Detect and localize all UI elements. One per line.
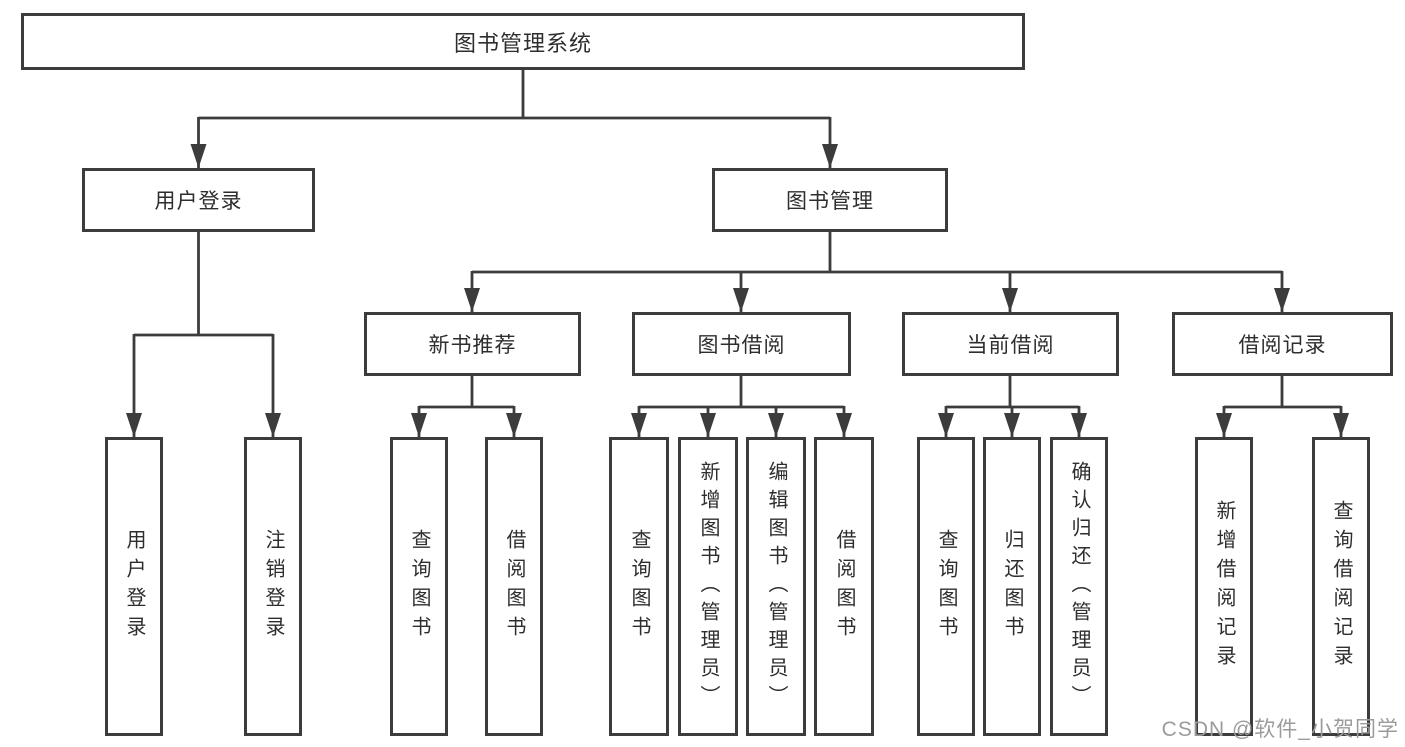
leaf-borrow-books-recommend: 借阅图书 bbox=[485, 437, 543, 736]
leaf-confirm-return-admin: 确认归还（管理员） bbox=[1050, 437, 1108, 736]
node-current-borrowing: 当前借阅 bbox=[902, 312, 1119, 376]
leaf-borrow-books: 借阅图书 bbox=[814, 437, 874, 736]
leaf-search-books-recommend: 查询图书 bbox=[390, 437, 448, 736]
node-user-login-branch: 用户登录 bbox=[82, 168, 315, 232]
leaf-edit-books-admin: 编辑图书（管理员） bbox=[746, 437, 806, 736]
node-book-management-branch: 图书管理 bbox=[712, 168, 948, 232]
leaf-logout: 注销登录 bbox=[244, 437, 302, 736]
leaf-search-books-borrowing: 查询图书 bbox=[609, 437, 669, 736]
leaf-return-books: 归还图书 bbox=[983, 437, 1041, 736]
csdn-watermark: CSDN @软件_小贺同学 bbox=[1161, 718, 1399, 741]
node-new-book-recommend: 新书推荐 bbox=[364, 312, 581, 376]
leaf-add-books-admin: 新增图书（管理员） bbox=[678, 437, 738, 736]
leaf-add-borrow-record: 新增借阅记录 bbox=[1195, 437, 1253, 736]
node-book-borrowing: 图书借阅 bbox=[632, 312, 851, 376]
leaf-search-books-current: 查询图书 bbox=[917, 437, 975, 736]
leaf-search-borrow-record: 查询借阅记录 bbox=[1312, 437, 1370, 736]
leaf-user-login: 用户登录 bbox=[105, 437, 163, 736]
node-borrowing-records: 借阅记录 bbox=[1172, 312, 1393, 376]
node-library-management-system: 图书管理系统 bbox=[21, 13, 1025, 70]
